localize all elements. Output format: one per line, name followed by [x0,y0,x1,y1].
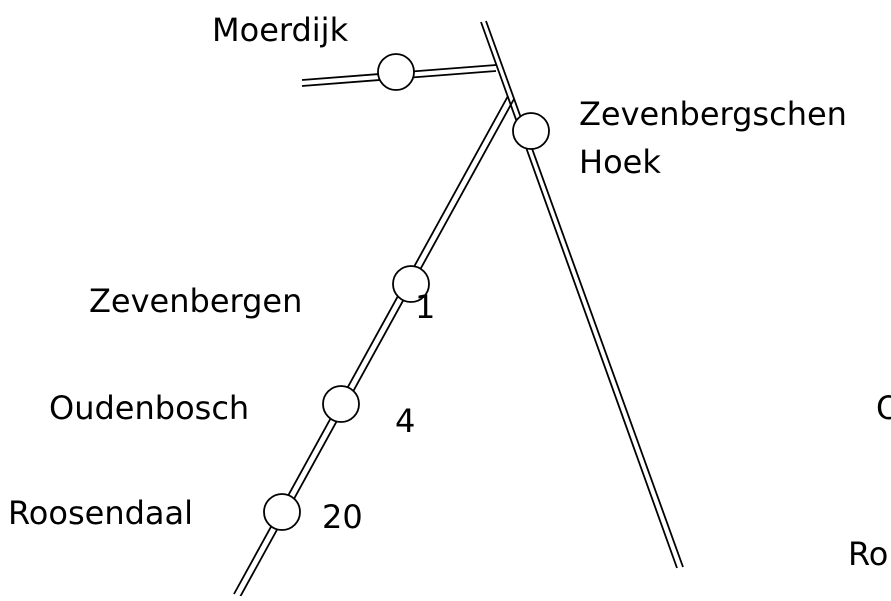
station-marker-zevenbergschen-hoek[interactable] [512,112,550,150]
station-marker-moerdijk[interactable] [377,53,415,91]
station-label-oudenbosch: Oudenbosch [49,389,250,427]
clipped-label-right-1: O [876,389,891,427]
station-marker-roosendaal[interactable] [263,493,301,531]
station-value-zevenbergen: 1 [415,288,436,326]
station-label-roosendaal: Roosendaal [8,494,194,532]
station-value-oudenbosch: 4 [395,402,416,440]
rail-line-main [480,20,684,569]
station-label-moerdijk: Moerdijk [212,11,349,49]
station-marker-zevenbergen[interactable] [392,265,430,303]
station-label-zevenbergen: Zevenbergen [89,282,303,320]
station-value-roosendaal: 20 [322,498,363,536]
station-label-zevenbergschen-hoek: Zevenbergschen [579,95,847,133]
clipped-label-right-2: Ro [848,535,889,573]
station-marker-oudenbosch[interactable] [322,385,360,423]
station-label-zevenbergschen-hoek-line2: Hoek [579,143,661,181]
